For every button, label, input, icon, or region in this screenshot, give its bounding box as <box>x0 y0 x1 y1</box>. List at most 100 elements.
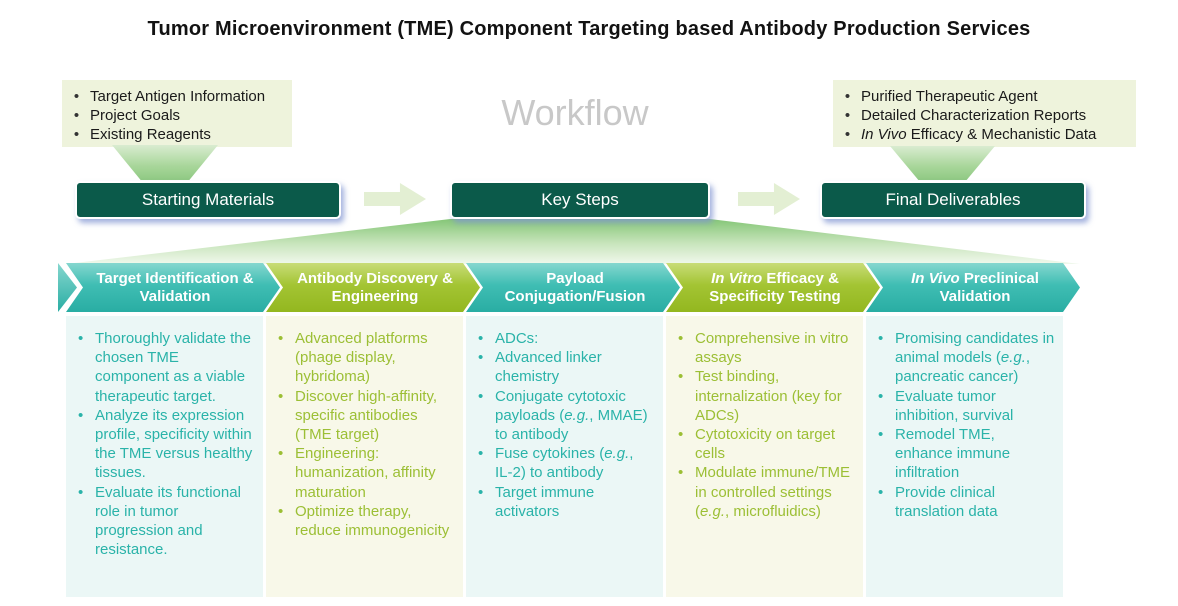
step-bullet: • Engineering: humanization, affinity mat… <box>278 444 455 502</box>
step-bullet: • Provide clinical translation data <box>878 483 1055 521</box>
step-bullet-text: ADCs: <box>495 330 539 347</box>
note-item-text: Existing Reagents <box>90 126 211 143</box>
stage-box-final-deliverables: Final Deliverables <box>820 181 1086 219</box>
note-item-text: Project Goals <box>90 107 181 124</box>
note-item-text: In Vivo Efficacy & Mechanistic Data <box>861 126 1097 143</box>
step-bullet-list: • Promising candidates in animal models (… <box>878 329 1055 521</box>
step-bullet-text: Evaluate its functional role in tumor pr… <box>95 483 241 559</box>
step-bullet-list: • ADCs: • Advanced linker chemistry • Conju… <box>478 329 655 521</box>
workflow-label: Workflow <box>501 92 649 133</box>
final-deliverables-note: • Purified Therapeutic Agent •Detailed Ch… <box>833 80 1136 147</box>
step-bullet-text: Cytotoxicity on target cells <box>695 425 836 463</box>
step-bullet-text: Target immune activators <box>495 483 595 520</box>
note-item: •In Vivo Efficacy & Mechanistic Data <box>843 125 1126 144</box>
step-header-label: Target Identification & Validation <box>96 269 254 305</box>
step-bullet: • Evaluate its functional role in tumor p… <box>78 483 255 560</box>
note-item: • Target Antigen Information <box>72 87 282 106</box>
bullet-icon: • <box>678 464 684 482</box>
step-header-invivo-validation: In Vivo Preclinical Validation <box>866 263 1080 312</box>
bullet-icon: • <box>73 126 80 143</box>
step-details-invivo-validation: • Promising candidates in animal models (… <box>866 316 1063 597</box>
bullet-icon: • <box>278 387 284 405</box>
page-title: Tumor Microenvironment (TME) Component T… <box>147 18 1031 40</box>
step-bullet-text: Fuse cytokines (e.g., IL-2) to antibody <box>495 445 634 482</box>
bullet-icon: • <box>78 483 84 501</box>
step-details-payload-conjugation: • ADCs: • Advanced linker chemistry • Conju… <box>466 316 663 597</box>
starting-materials-note: • Target Antigen Information • Project Goa… <box>62 80 292 147</box>
down-funnel-connector-right <box>890 146 995 180</box>
bullet-icon: • <box>478 330 484 347</box>
step-bullet: • Advanced linker chemistry <box>478 348 655 386</box>
step-bullet-text: Modulate immune/TME in controlled settin… <box>695 464 851 520</box>
note-item-text: Target Antigen Information <box>90 88 266 105</box>
step-bullet: • Conjugate cytotoxic payloads (e.g., MMA… <box>478 387 655 445</box>
bullet-icon: • <box>278 502 284 520</box>
step-header-payload-conjugation: Payload Conjugation/Fusion <box>466 263 680 312</box>
step-bullet: • ADCs: <box>478 329 655 348</box>
bullet-icon: • <box>478 387 484 405</box>
step-details-antibody-discovery: •Advanced platforms (phage display, hybr… <box>266 316 463 597</box>
step-bullet: • Test binding, internalization (key for … <box>678 367 855 425</box>
step-bullet: • Promising candidates in animal models (… <box>878 329 1055 387</box>
step-details-invitro-testing: • Comprehensive in vitro assays • Test bin… <box>666 316 863 597</box>
stage-box-starting-materials: Starting Materials <box>75 181 341 219</box>
step-bullet-text: Discover high-affinity, specific antibod… <box>295 387 438 443</box>
step-details-target-identification: • Thoroughly validate the chosen TME comp… <box>66 316 263 597</box>
step-bullet: • Comprehensive in vitro assays <box>678 329 855 367</box>
note-item-text: Purified Therapeutic Agent <box>861 88 1038 105</box>
bullet-icon: • <box>678 425 684 443</box>
step-bullet-list: •Advanced platforms (phage display, hybr… <box>278 329 455 540</box>
step-bullet-text: Engineering: humanization, affinity matu… <box>295 445 436 501</box>
bullet-icon: • <box>844 88 851 105</box>
step-bullet-text: Conjugate cytotoxic payloads (e.g., MMAE… <box>495 387 648 443</box>
starting-materials-note-list: • Target Antigen Information • Project Goa… <box>72 87 282 144</box>
step-bullet: •Advanced platforms (phage display, hybr… <box>278 329 455 387</box>
bullet-icon: • <box>878 483 884 501</box>
step-header-antibody-discovery: Antibody Discovery & Engineering <box>266 263 480 312</box>
step-bullet: • Cytotoxicity on target cells <box>678 425 855 463</box>
key-steps-expansion-funnel <box>66 219 1080 264</box>
bullet-icon: • <box>678 330 684 347</box>
step-bullet-text: Advanced linker chemistry <box>495 349 602 386</box>
bullet-icon: • <box>678 368 684 386</box>
step-bullet-text: Promising candidates in animal models (e… <box>895 330 1055 386</box>
step-header-target-identification: Target Identification & Validation <box>66 263 280 312</box>
bullet-icon: • <box>878 425 884 443</box>
step-bullet: •Optimize therapy, reduce immunogenicity <box>278 502 455 540</box>
note-item: •Detailed Characterization Reports <box>843 106 1126 125</box>
bullet-icon: • <box>78 406 84 424</box>
step-bullet-text: Test binding, internalization (key for A… <box>695 368 842 424</box>
right-arrow-icon <box>738 183 800 215</box>
step-bullet: • Thoroughly validate the chosen TME comp… <box>78 329 255 406</box>
bullet-icon: • <box>78 330 84 347</box>
stage-box-key-steps: Key Steps <box>450 181 710 219</box>
bullet-icon: • <box>73 107 80 124</box>
bullet-icon: • <box>478 349 484 367</box>
final-deliverables-note-list: • Purified Therapeutic Agent •Detailed Ch… <box>843 87 1126 144</box>
step-bullet: •Remodel TME, enhance immune infiltratio… <box>878 425 1055 483</box>
step-bullet: • Target immune activators <box>478 483 655 521</box>
step-bullet-text: Analyze its expression profile, specific… <box>95 406 253 482</box>
step-bullet-text: Provide clinical translation data <box>895 483 998 520</box>
bullet-icon: • <box>278 330 284 347</box>
step-bullet: • Discover high-affinity, specific antibo… <box>278 387 455 445</box>
note-item-text: Detailed Characterization Reports <box>861 107 1087 124</box>
bullet-icon: • <box>478 483 484 501</box>
down-funnel-connector-left <box>112 145 218 180</box>
step-bullet-text: Thoroughly validate the chosen TME compo… <box>95 330 251 405</box>
step-bullet-list: • Comprehensive in vitro assays • Test bin… <box>678 329 855 521</box>
note-item: • Project Goals <box>72 106 282 125</box>
step-header-label: In Vitro Efficacy & Specificity Testing <box>709 269 841 305</box>
step-header-label: Payload Conjugation/Fusion <box>504 269 646 305</box>
step-bullet-text: Evaluate tumor inhibition, survival <box>895 387 1014 424</box>
bullet-icon: • <box>878 330 884 347</box>
step-header-label: Antibody Discovery & Engineering <box>297 269 453 305</box>
right-arrow-icon <box>364 183 426 215</box>
bullet-icon: • <box>878 387 884 405</box>
step-bullet-text: Comprehensive in vitro assays <box>695 330 849 367</box>
step-bullet: • Evaluate tumor inhibition, survival <box>878 387 1055 425</box>
bullet-icon: • <box>73 88 80 105</box>
bullet-icon: • <box>278 445 284 463</box>
step-bullet-list: • Thoroughly validate the chosen TME comp… <box>78 329 255 559</box>
